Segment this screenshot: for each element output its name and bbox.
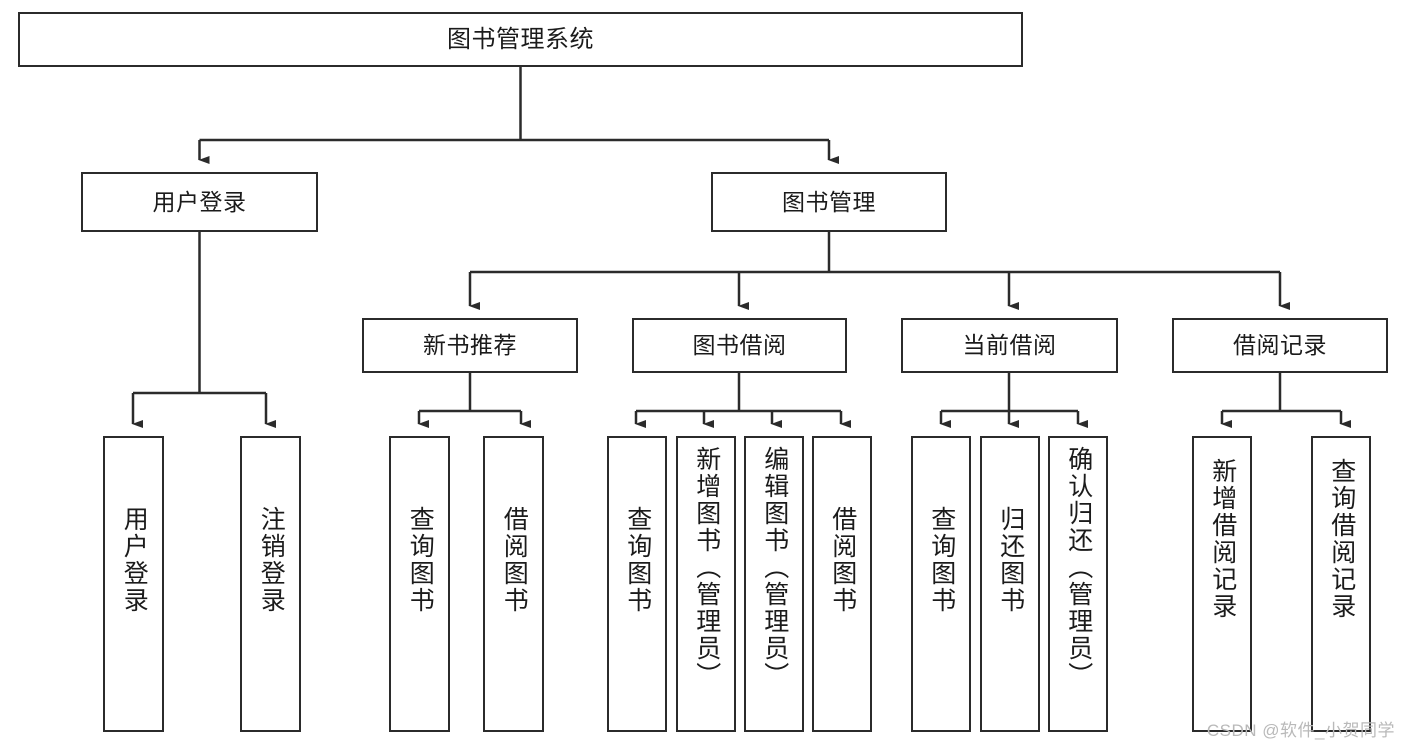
leaf-borrow-book[interactable]: 借阅图书	[812, 436, 872, 732]
leaf-add-borrow-record[interactable]: 新增借阅记录	[1192, 436, 1252, 732]
node-borrow-record[interactable]: 借阅记录	[1172, 318, 1388, 373]
leaf-return-book[interactable]: 归还图书	[980, 436, 1040, 732]
node-label: 查询图书	[927, 506, 956, 614]
node-label: 借阅记录	[1233, 332, 1327, 359]
node-label: 注销登录	[257, 506, 286, 614]
leaf-borrow-book-recommend[interactable]: 借阅图书	[483, 436, 544, 732]
node-label: 图书管理系统	[447, 25, 594, 53]
leaf-add-book-admin[interactable]: 新增图书（管理员）	[676, 436, 736, 732]
node-label: 新书推荐	[423, 332, 517, 359]
leaf-logout[interactable]: 注销登录	[240, 436, 301, 732]
leaf-query-book-recommend[interactable]: 查询图书	[389, 436, 450, 732]
node-label: 新增借阅记录	[1208, 458, 1237, 620]
node-label: 查询图书	[623, 506, 652, 614]
node-label: 图书管理	[782, 188, 876, 215]
leaf-user-login[interactable]: 用户登录	[103, 436, 164, 732]
node-book-management[interactable]: 图书管理	[711, 172, 947, 232]
node-label: 确认归还（管理员）	[1064, 446, 1093, 689]
node-label: 新增图书（管理员）	[692, 446, 721, 689]
node-label: 借阅图书	[828, 506, 857, 614]
node-book-borrow[interactable]: 图书借阅	[632, 318, 847, 373]
node-new-book-recommend[interactable]: 新书推荐	[362, 318, 578, 373]
node-label: 归还图书	[996, 506, 1025, 614]
leaf-edit-book-admin[interactable]: 编辑图书（管理员）	[744, 436, 804, 732]
leaf-query-book-current[interactable]: 查询图书	[911, 436, 971, 732]
node-label: 当前借阅	[962, 332, 1057, 359]
leaf-query-borrow-record[interactable]: 查询借阅记录	[1311, 436, 1371, 732]
leaf-query-book-borrow[interactable]: 查询图书	[607, 436, 667, 732]
node-label: 查询图书	[406, 506, 435, 614]
node-current-borrow[interactable]: 当前借阅	[901, 318, 1118, 373]
node-label: 编辑图书（管理员）	[760, 446, 789, 689]
leaf-confirm-return-admin[interactable]: 确认归还（管理员）	[1048, 436, 1108, 732]
node-user-login[interactable]: 用户登录	[81, 172, 318, 232]
node-label: 图书借阅	[692, 332, 787, 359]
node-book-management-system[interactable]: 图书管理系统	[18, 12, 1023, 67]
node-label: 查询借阅记录	[1327, 458, 1356, 620]
node-label: 借阅图书	[500, 506, 529, 614]
node-label: 用户登录	[120, 506, 149, 614]
node-label: 用户登录	[152, 188, 247, 215]
csdn-watermark: CSDN @软件_小贺同学	[1206, 721, 1395, 740]
